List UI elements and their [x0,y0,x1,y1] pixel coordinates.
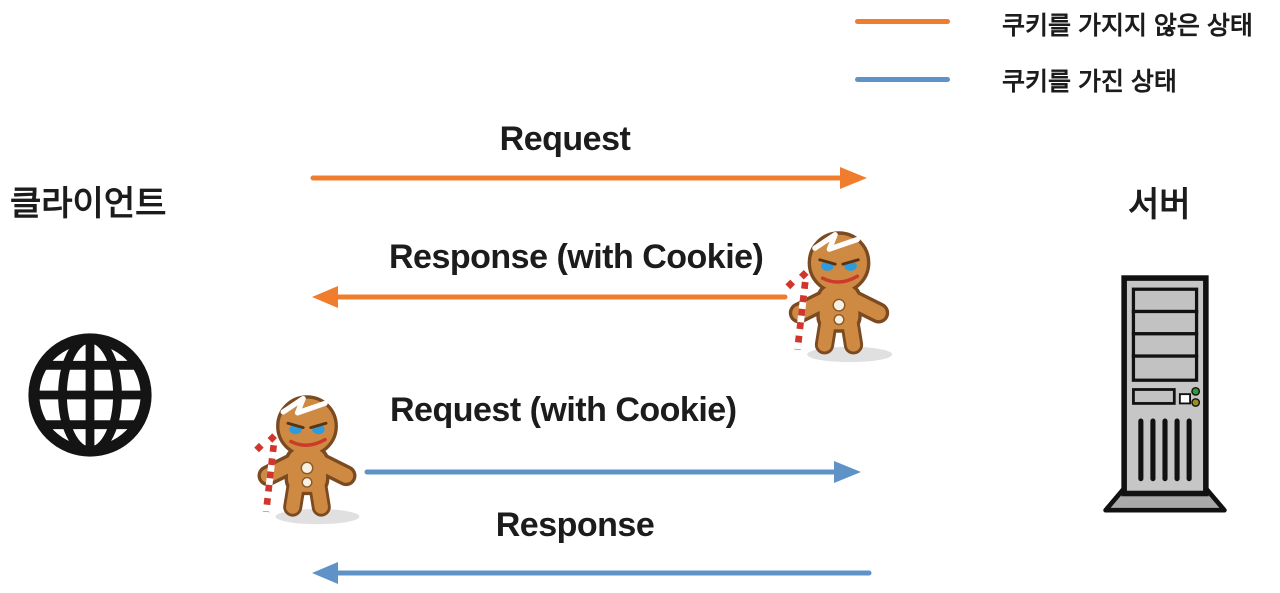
server-label: 서버 [1128,186,1191,224]
client-label: 클라이언트 [10,185,167,223]
request-arrow [310,167,867,189]
request-with-cookie-label: Request (with Cookie) [390,391,737,429]
response-label: Response [495,506,655,544]
legend-item-has-cookie [855,77,950,82]
gingerbread-cookie-icon [775,226,903,366]
request-label: Request [499,120,631,158]
server-tower-icon [1100,266,1230,526]
response-with-cookie-label: Response (with Cookie) [389,238,764,276]
response-arrow [312,562,872,584]
response-with-cookie-arrow [312,286,788,308]
legend-label-has-cookie: 쿠키를 가진 상태 [1002,68,1177,96]
legend-item-no-cookie [855,19,950,24]
gingerbread-cookie-icon [244,390,370,528]
legend-label-no-cookie: 쿠키를 가지지 않은 상태 [1002,12,1253,40]
globe-icon [24,327,156,463]
request-with-cookie-arrow [364,461,861,483]
legend-line-orange [855,19,950,24]
legend-line-blue [855,77,950,82]
